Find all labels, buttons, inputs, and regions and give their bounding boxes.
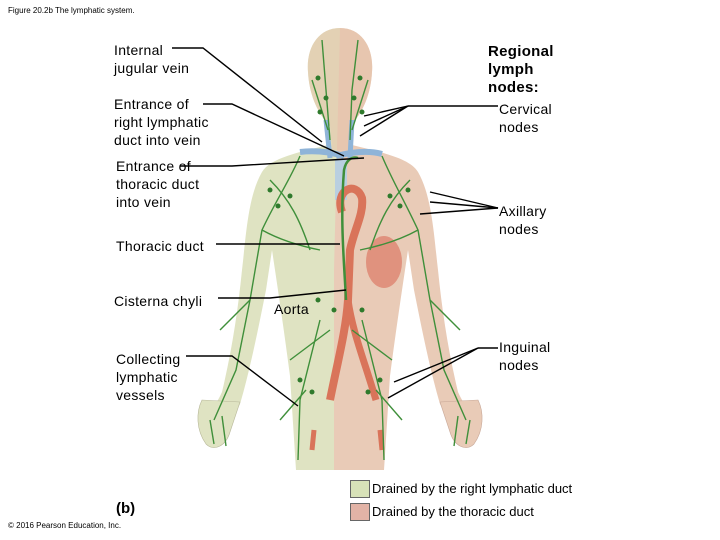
regional-lymph-nodes-heading: Regional lymph nodes: [488,43,554,96]
figure-caption: Figure 20.2b The lymphatic system. [8,6,135,15]
aorta-vessel [309,184,385,451]
internal-jugular-vein-label: Internal jugular vein [114,42,190,76]
legend-label-right-lymphatic: Drained by the right lymphatic duct [372,481,573,496]
part-label: (b) [116,500,136,517]
collecting-lymphatic-vessels-label: Collecting lymphatic vessels [116,351,181,403]
aorta-label: Aorta [274,301,309,317]
copyright-notice: © 2016 Pearson Education, Inc. [8,521,122,530]
cisterna-chyli-label: Cisterna chyli [114,293,203,309]
legend-swatch-thoracic [350,503,370,521]
inguinal-nodes-label: Inguinal nodes [499,339,551,373]
cervical-nodes-label: Cervical nodes [499,101,552,135]
stomach [366,236,402,288]
thoracic-duct-label: Thoracic duct [116,238,204,254]
legend-swatch-right-lymphatic [350,480,370,498]
axillary-nodes-label: Axillary nodes [499,203,547,237]
lymphatic-vessels [209,39,471,461]
legend-label-thoracic: Drained by the thoracic duct [372,504,534,519]
body-figure [197,28,483,470]
lymph-nodes [267,75,411,395]
right-lymphatic-duct-entrance-label: Entrance of right lymphatic duct into ve… [114,96,209,148]
thoracic-duct-entrance-label: Entrance of thoracic duct into vein [116,158,200,210]
leader-lines [172,47,499,407]
